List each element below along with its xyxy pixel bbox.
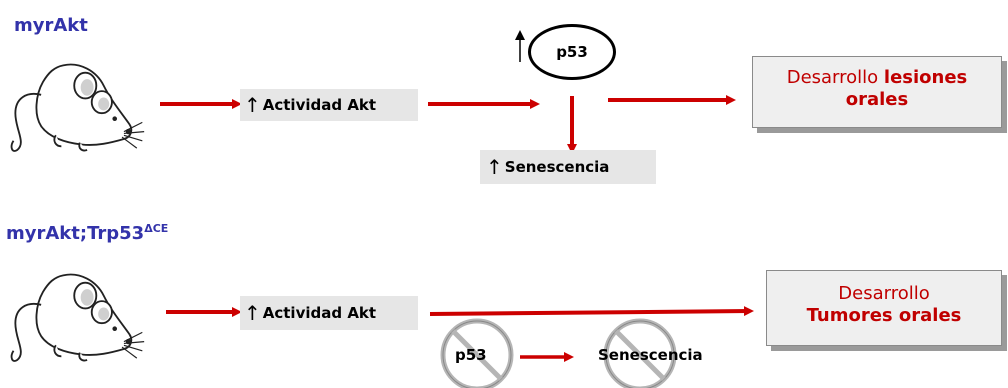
prohibited-icon xyxy=(603,318,677,388)
activity-akt-box-bottom: ↑ Actividad Akt xyxy=(240,296,418,330)
activity-akt-label-bottom: Actividad Akt xyxy=(262,304,377,322)
activity-akt-box: ↑ Actividad Akt xyxy=(240,89,418,121)
outcome-line1: Desarrollo xyxy=(838,283,930,304)
senescence-box: ↑ Senescencia xyxy=(480,150,656,184)
arrow-akt-to-tumor xyxy=(429,306,754,317)
mouse-icon xyxy=(10,63,146,152)
title-main: myrAkt;Trp53 xyxy=(6,223,145,244)
title-myrakt: myrAkt xyxy=(14,15,88,36)
senescence-label: Senescencia xyxy=(504,158,610,176)
title-sup: ΔCE xyxy=(144,222,169,235)
up-arrow-icon: ↑ xyxy=(244,93,261,117)
p53-label-bottom: p53 xyxy=(455,346,487,364)
up-arrow-icon: ↑ xyxy=(244,301,261,325)
activity-akt-label: Actividad Akt xyxy=(262,96,377,114)
outcome-bold2: orales xyxy=(845,89,909,110)
outcome-bold1: lesiones xyxy=(883,67,968,88)
outcome-box-tumors: Desarrollo Tumores orales xyxy=(766,270,1002,346)
mouse-icon xyxy=(10,273,146,362)
up-arrow-icon: ↑ xyxy=(486,155,503,179)
title-myrakt-trp53: myrAkt;Trp53ΔCE xyxy=(6,222,168,244)
senescence-label-bottom: Senescencia xyxy=(598,346,703,364)
outcome-line2: Tumores orales xyxy=(806,305,962,326)
prohibited-icon xyxy=(440,318,514,388)
outcome-box-lesions: Desarrollo lesiones orales xyxy=(752,56,1002,128)
p53-label: p53 xyxy=(556,43,588,61)
p53-node: p53 xyxy=(528,24,616,80)
outcome-prefix: Desarrollo xyxy=(786,67,884,88)
